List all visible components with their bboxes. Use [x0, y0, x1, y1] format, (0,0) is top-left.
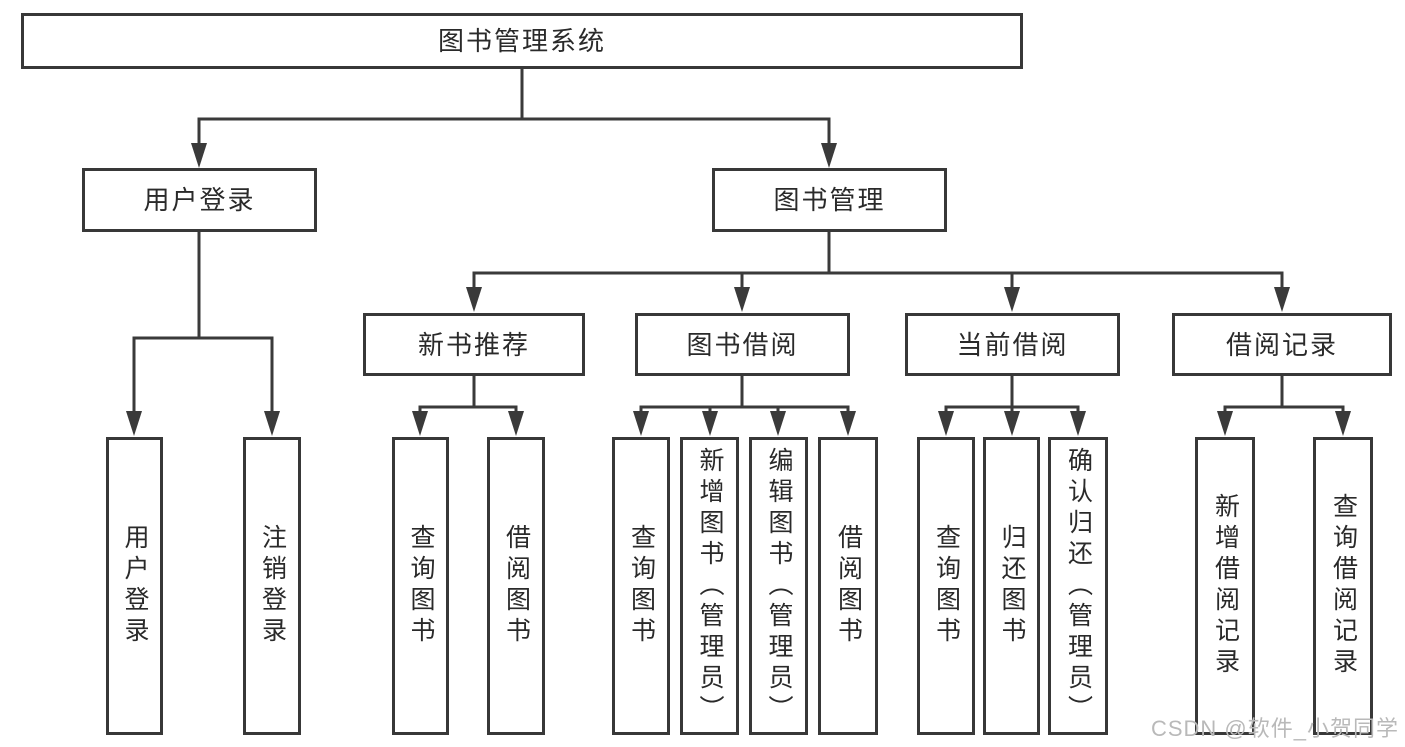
node-borrow-records-label: 借阅记录	[1225, 329, 1338, 360]
node-leaf-query-borrow-record-label: 查询借阅记录	[1329, 493, 1358, 679]
node-leaf-query-books-current-label: 查询图书	[932, 524, 961, 648]
node-root-system: 图书管理系统	[21, 13, 1023, 69]
node-root-system-label: 图书管理系统	[437, 26, 606, 56]
node-leaf-add-borrow-record: 新增借阅记录	[1195, 437, 1255, 735]
node-book-borrow: 图书借阅	[635, 313, 850, 376]
node-leaf-logout: 注销登录	[243, 437, 301, 735]
node-leaf-query-books-borrow: 查询图书	[612, 437, 670, 735]
node-leaf-borrow-books: 借阅图书	[818, 437, 878, 735]
node-leaf-return-book: 归还图书	[983, 437, 1040, 735]
node-borrow-records: 借阅记录	[1172, 313, 1392, 376]
csdn-watermark: CSDN @软件_小贺同学	[1150, 716, 1399, 741]
node-leaf-query-books-current: 查询图书	[917, 437, 975, 735]
node-leaf-add-book-admin-label: 新增图书（管理员）	[696, 446, 724, 726]
node-leaf-add-borrow-record-label: 新增借阅记录	[1211, 493, 1240, 679]
node-leaf-borrow-books-recommend-label: 借阅图书	[502, 524, 531, 648]
node-leaf-edit-book-admin: 编辑图书（管理员）	[749, 437, 808, 735]
node-current-borrow-label: 当前借阅	[956, 329, 1069, 360]
node-leaf-query-books-borrow-label: 查询图书	[627, 524, 656, 648]
node-current-borrow: 当前借阅	[905, 313, 1120, 376]
node-user-login: 用户登录	[82, 168, 317, 232]
node-leaf-user-login-label: 用户登录	[121, 524, 149, 648]
node-new-book-recommend-label: 新书推荐	[417, 329, 530, 360]
node-leaf-user-login: 用户登录	[106, 437, 163, 735]
node-leaf-borrow-books-label: 借阅图书	[834, 524, 863, 648]
node-leaf-confirm-return-admin-label: 确认归还（管理员）	[1064, 446, 1093, 726]
node-leaf-query-books-recommend: 查询图书	[392, 437, 449, 735]
node-user-login-label: 用户登录	[143, 185, 256, 215]
node-leaf-confirm-return-admin: 确认归还（管理员）	[1048, 437, 1108, 735]
node-leaf-add-book-admin: 新增图书（管理员）	[680, 437, 739, 735]
node-book-borrow-label: 图书借阅	[686, 329, 799, 360]
node-leaf-query-books-recommend-label: 查询图书	[407, 524, 435, 648]
node-new-book-recommend: 新书推荐	[363, 313, 585, 376]
node-leaf-return-book-label: 归还图书	[998, 524, 1026, 648]
node-leaf-edit-book-admin-label: 编辑图书（管理员）	[765, 446, 793, 726]
node-leaf-borrow-books-recommend: 借阅图书	[487, 437, 545, 735]
node-book-management-label: 图书管理	[773, 185, 886, 215]
node-leaf-query-borrow-record: 查询借阅记录	[1313, 437, 1373, 735]
node-leaf-logout-label: 注销登录	[258, 524, 287, 648]
node-book-management: 图书管理	[712, 168, 947, 232]
